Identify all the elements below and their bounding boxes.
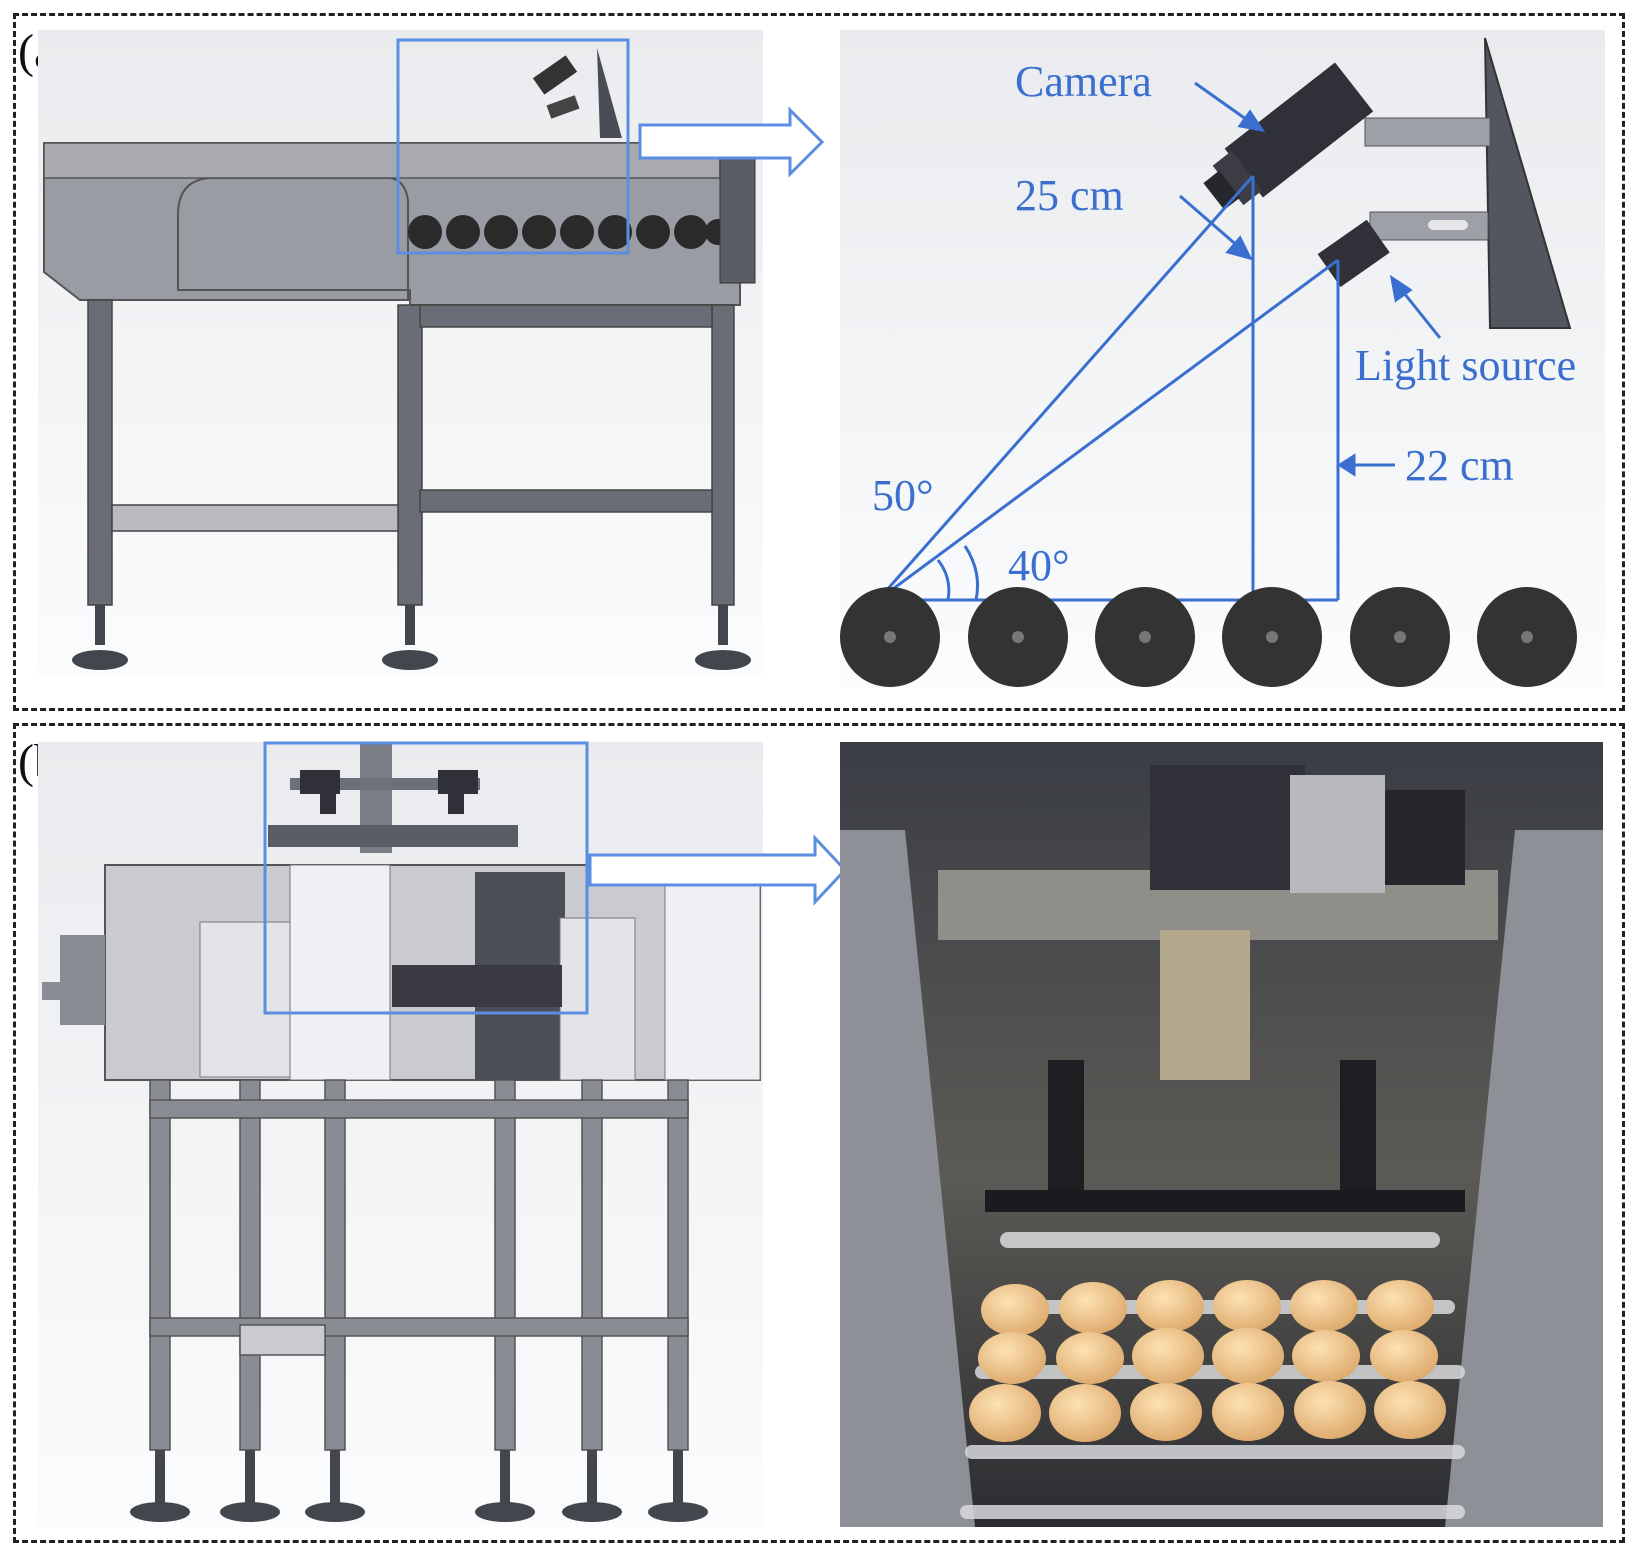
- photo-camera-left-icon: [1048, 1060, 1084, 1200]
- label-camera: Camera: [1015, 57, 1152, 106]
- panel-b-machine-front-view: [38, 742, 763, 1527]
- panel-b-zoom-arrow: [588, 834, 848, 906]
- photo-light-bar-icon: [985, 1190, 1465, 1212]
- panel-a-machine-side-view: [38, 30, 763, 675]
- label-camera-distance: 25 cm: [1015, 171, 1124, 220]
- panel-b-frame: [13, 723, 1625, 1543]
- label-camera-angle: 50°: [872, 471, 934, 520]
- camera-left-icon: [300, 770, 340, 794]
- eggs: [969, 1280, 1446, 1442]
- panel-a-zoom-box: [396, 38, 630, 255]
- geometry-lines: [876, 175, 1340, 602]
- panel-b-zoom-box: [263, 741, 589, 1015]
- camera-right-icon: [438, 770, 478, 794]
- label-light-angle: 40°: [1008, 541, 1070, 590]
- annotation-arrows: [1179, 81, 1442, 477]
- panel-b-photo: [840, 742, 1603, 1527]
- label-light-source: Light source: [1355, 341, 1576, 390]
- photo-camera-right-icon: [1340, 1060, 1376, 1200]
- panel-a-geometry-detail: [840, 30, 1605, 688]
- panel-a-frame: [13, 13, 1625, 711]
- light-source-icon: [1317, 219, 1390, 287]
- label-light-distance: 22 cm: [1405, 441, 1514, 490]
- panel-a-zoom-arrow: [638, 106, 825, 178]
